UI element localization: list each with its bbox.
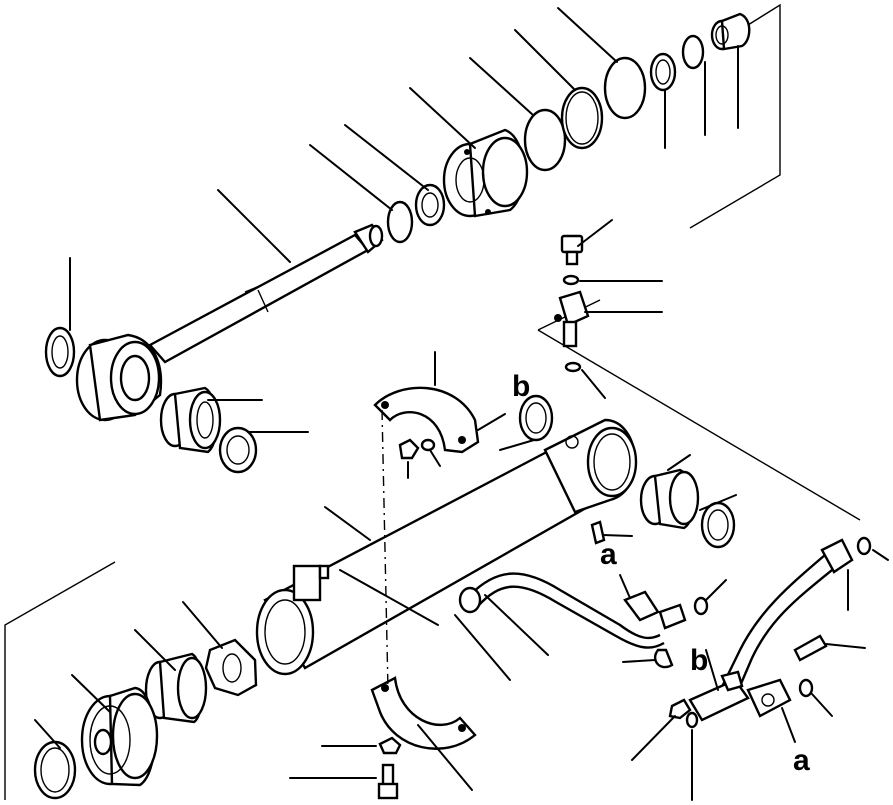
head-seal-ring bbox=[518, 394, 554, 442]
tube-bushing bbox=[639, 468, 700, 530]
pipe-clamp-right bbox=[793, 634, 866, 662]
check-valve bbox=[554, 290, 663, 348]
head-nut bbox=[204, 638, 258, 697]
piston-rod bbox=[148, 223, 384, 364]
rod-seal-ring bbox=[44, 326, 76, 378]
pipe-flange-middle bbox=[623, 590, 687, 630]
head-seal bbox=[33, 740, 77, 800]
tube-nipple bbox=[590, 520, 633, 545]
upper-clamp bbox=[373, 386, 506, 454]
clamp-bolt-lower bbox=[289, 763, 399, 800]
piston-ring-1 bbox=[523, 108, 567, 172]
rod-eye bbox=[75, 333, 163, 422]
piston bbox=[442, 128, 529, 218]
bracket-washer bbox=[685, 711, 699, 801]
callout-a-middle: a bbox=[600, 538, 617, 571]
pipe-o-ring-lower bbox=[798, 678, 833, 717]
tube-dust-seal bbox=[700, 501, 736, 549]
clamp-nut-upper bbox=[398, 438, 420, 479]
leader-lines-upper bbox=[69, 7, 739, 433]
pipe-clamp-small bbox=[622, 648, 674, 669]
piston-ring-3 bbox=[603, 56, 647, 120]
clamp-nut-lower bbox=[321, 736, 402, 755]
rod-dust-seal bbox=[218, 426, 258, 474]
pipe-o-ring-middle bbox=[693, 579, 727, 616]
callout-b-lower: b bbox=[690, 644, 708, 677]
tube-pipe-main bbox=[458, 572, 665, 649]
clamp-washer-upper bbox=[420, 438, 441, 467]
callout-b-upper: b bbox=[512, 370, 530, 403]
pipe-bracket-plate bbox=[688, 670, 750, 722]
cushion-ring bbox=[649, 52, 677, 92]
group-bracket-lower bbox=[4, 561, 116, 800]
bracket-nut bbox=[631, 698, 692, 761]
valve-o-ring bbox=[562, 274, 663, 286]
lower-clamp bbox=[370, 676, 477, 750]
rod-bushing bbox=[159, 386, 222, 454]
head-bushing bbox=[144, 652, 208, 724]
cushion-snap-ring bbox=[681, 34, 705, 70]
cylinder-head bbox=[80, 686, 159, 787]
valve-o-ring-lower bbox=[564, 361, 606, 399]
hose-upper-right bbox=[716, 536, 889, 701]
clamp-center-line bbox=[381, 409, 389, 691]
leader-lines-lower bbox=[34, 351, 737, 791]
cylinder-tube bbox=[255, 418, 638, 676]
cushion-collar bbox=[710, 12, 751, 51]
callout-a-lower: a bbox=[793, 744, 810, 777]
pipe-flange-lower bbox=[746, 678, 796, 743]
valve-bolt bbox=[560, 219, 613, 266]
snap-ring bbox=[386, 200, 414, 244]
piston-ring-2 bbox=[560, 86, 604, 150]
rod-nut bbox=[414, 183, 446, 227]
